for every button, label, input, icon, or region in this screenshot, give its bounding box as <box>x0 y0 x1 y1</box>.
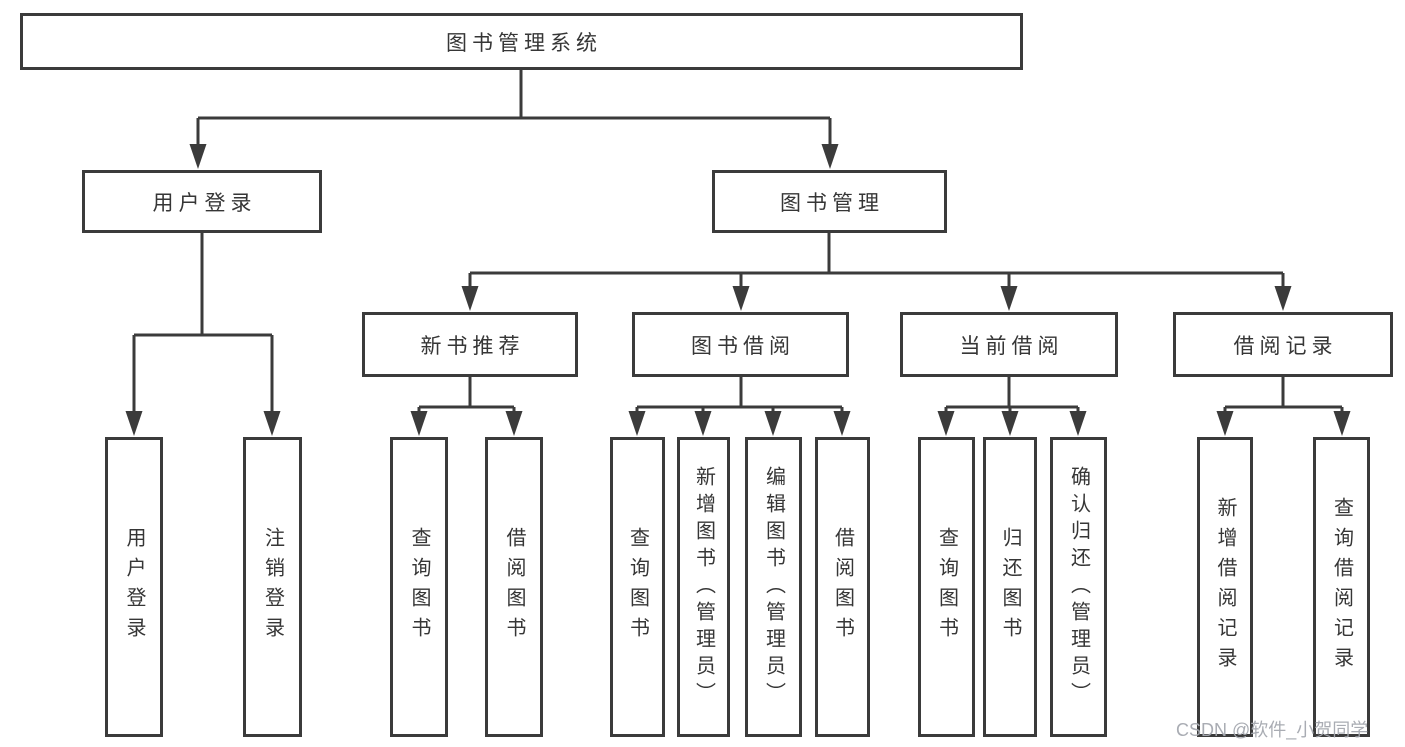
arrowhead-icon <box>1216 411 1234 436</box>
arrowhead-icon <box>694 411 712 436</box>
arrowhead-icon <box>410 411 428 436</box>
leaf-query-books-borrow: 查询图书 <box>610 437 665 737</box>
node-label: 新增图书（管理员） <box>692 465 715 709</box>
node-borrow-records: 借阅记录 <box>1173 312 1393 377</box>
arrowhead-icon <box>189 144 207 169</box>
node-label: 查询图书 <box>626 527 649 647</box>
arrowhead-icon <box>821 144 839 169</box>
arrowhead-icon <box>764 411 782 436</box>
connector-root-to-level2 <box>196 70 832 147</box>
arrowhead-icon <box>1333 411 1351 436</box>
arrowhead-icon <box>1001 411 1019 436</box>
leaf-borrow-books: 借阅图书 <box>815 437 870 737</box>
node-label: 图书管理 <box>780 191 884 215</box>
node-label: 当前借阅 <box>959 334 1064 358</box>
leaf-confirm-return-admin: 确认归还（管理员） <box>1050 437 1107 737</box>
node-label: 借阅图书 <box>831 527 854 647</box>
leaf-query-books-recommend: 查询图书 <box>390 437 448 737</box>
arrowhead-icon <box>1069 411 1087 436</box>
leaf-add-book-admin: 新增图书（管理员） <box>677 437 730 737</box>
connector-currentborrow-to-leaves <box>944 377 1080 414</box>
node-label: 编辑图书（管理员） <box>762 465 785 709</box>
leaf-logout: 注销登录 <box>243 437 302 737</box>
arrowhead-icon <box>628 411 646 436</box>
node-label: 归还图书 <box>999 527 1021 647</box>
node-current-borrow: 当前借阅 <box>900 312 1118 377</box>
node-label: 新增借阅记录 <box>1214 497 1236 677</box>
node-label: 借阅记录 <box>1233 334 1338 358</box>
connector-bookmgmt-to-level3 <box>468 233 1285 289</box>
node-label: 新书推荐 <box>420 334 525 358</box>
leaf-borrow-books-recommend: 借阅图书 <box>485 437 543 737</box>
node-label: 查询图书 <box>408 527 430 647</box>
arrowhead-icon <box>461 286 479 311</box>
leaf-add-borrow-record: 新增借阅记录 <box>1197 437 1253 737</box>
node-book-management: 图书管理 <box>712 170 947 233</box>
arrowhead-icon <box>937 411 955 436</box>
arrowhead-icon <box>125 411 143 436</box>
arrowhead-icon <box>1274 286 1292 311</box>
connector-bookborrow-to-leaves <box>635 377 844 414</box>
arrowhead-icon <box>1000 286 1018 311</box>
watermark: CSDN @软件_小贺同学 <box>1176 720 1369 740</box>
node-label: 查询图书 <box>935 527 958 647</box>
arrowhead-icon <box>732 286 750 311</box>
leaf-edit-book-admin: 编辑图书（管理员） <box>745 437 802 737</box>
node-label: 图书借阅 <box>691 334 795 358</box>
node-new-book-recommend: 新书推荐 <box>362 312 578 377</box>
leaf-query-books-current: 查询图书 <box>918 437 975 737</box>
node-label: 借阅图书 <box>503 527 525 647</box>
node-label: 确认归还（管理员） <box>1067 465 1090 709</box>
arrowhead-icon <box>263 411 281 436</box>
connector-userlogin-to-leaves <box>132 233 274 414</box>
node-book-borrow: 图书借阅 <box>632 312 849 377</box>
arrowhead-icon <box>833 411 851 436</box>
node-label: 图书管理系统 <box>446 31 602 55</box>
leaf-user-login: 用户登录 <box>105 437 163 737</box>
node-library-system: 图书管理系统 <box>20 13 1023 70</box>
connector-newbook-to-leaves <box>417 377 516 414</box>
node-label: 注销登录 <box>261 527 284 647</box>
node-label: 查询借阅记录 <box>1330 497 1353 677</box>
arrowhead-icon <box>505 411 523 436</box>
node-label: 用户登录 <box>123 527 145 647</box>
leaf-query-borrow-record: 查询借阅记录 <box>1313 437 1370 737</box>
leaf-return-books: 归还图书 <box>983 437 1037 737</box>
node-user-login: 用户登录 <box>82 170 322 233</box>
connector-records-to-leaves <box>1223 377 1344 414</box>
node-label: 用户登录 <box>152 191 257 215</box>
